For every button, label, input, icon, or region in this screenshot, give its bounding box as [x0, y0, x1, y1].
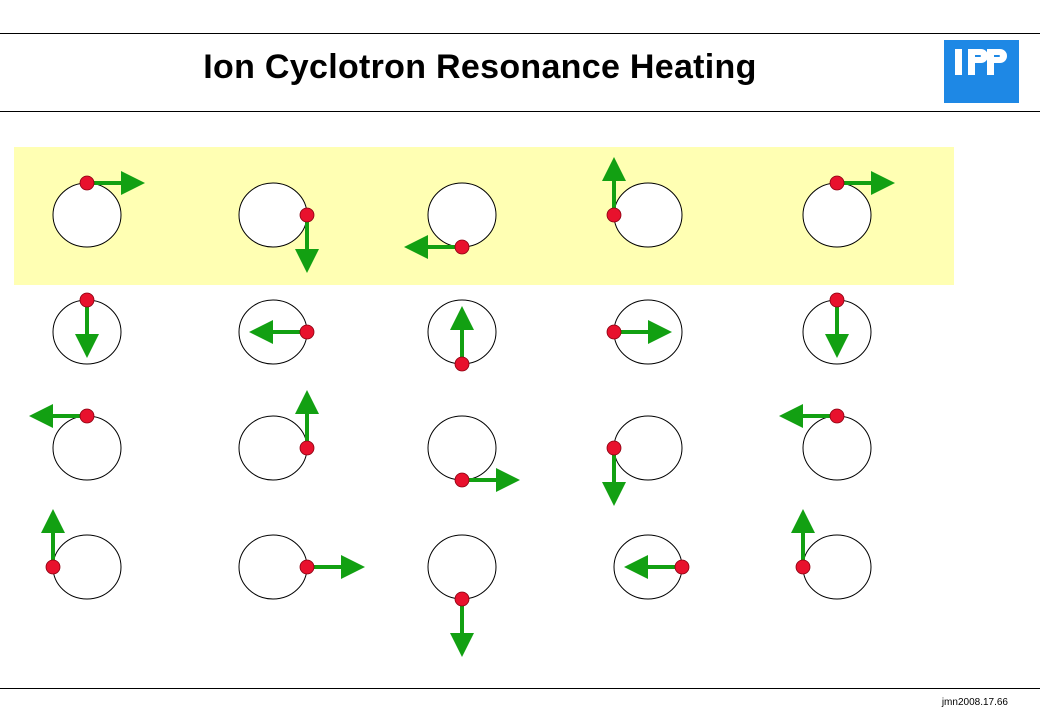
ion-dot — [674, 559, 690, 575]
orbit-cell — [427, 534, 497, 657]
orbit-cell — [238, 534, 365, 600]
orbit-circle — [427, 415, 497, 481]
ion-dot — [454, 239, 470, 255]
orbit-cell — [427, 415, 520, 492]
ion-dot — [829, 175, 845, 191]
orbit-cell — [238, 390, 319, 481]
page-title: Ion Cyclotron Resonance Heating — [203, 48, 757, 86]
ion-dot — [606, 440, 622, 456]
ion-dot — [829, 408, 845, 424]
orbit-circle — [802, 415, 872, 481]
orbit-circle — [613, 415, 683, 481]
orbit-circle — [238, 415, 308, 481]
orbit-cell — [802, 171, 895, 248]
ion-dot — [606, 207, 622, 223]
orbit-cell — [41, 509, 122, 600]
ion-dot — [795, 559, 811, 575]
ion-dot — [299, 559, 315, 575]
orbit-cell — [613, 534, 690, 600]
orbit-circle — [52, 182, 122, 248]
orbit-circle — [613, 182, 683, 248]
orbit-circle — [802, 534, 872, 600]
orbit-circle — [52, 415, 122, 481]
orbit-cell — [602, 157, 683, 248]
title-rule — [0, 111, 1040, 112]
bottom-rule — [0, 688, 1040, 689]
ion-dot — [606, 324, 622, 340]
orbit-cell — [52, 292, 122, 365]
orbit-cell — [238, 182, 319, 273]
ion-dot — [79, 408, 95, 424]
ion-dot — [299, 207, 315, 223]
orbit-cell — [791, 509, 872, 600]
ion-dot — [454, 472, 470, 488]
ion-dot — [299, 324, 315, 340]
ipp-logo — [944, 40, 1019, 103]
orbit-circle — [802, 182, 872, 248]
ion-dot — [829, 292, 845, 308]
top-rule — [0, 33, 1040, 34]
orbit-cell — [779, 404, 872, 481]
orbit-cell — [802, 292, 872, 365]
orbit-cell — [602, 415, 683, 506]
orbit-cell — [29, 404, 122, 481]
ion-dot — [299, 440, 315, 456]
ipp-logo-icon — [955, 49, 1007, 75]
orbit-cell — [427, 299, 497, 372]
orbit-circle — [52, 534, 122, 600]
ion-dot — [79, 175, 95, 191]
orbit-cell — [238, 299, 315, 365]
orbit-cell — [606, 299, 683, 365]
orbit-circle — [427, 182, 497, 248]
orbit-circle — [238, 534, 308, 600]
orbit-cell — [404, 182, 497, 259]
ion-dot — [454, 591, 470, 607]
orbit-circle — [238, 182, 308, 248]
orbit-cell — [52, 171, 145, 248]
ion-dot — [454, 356, 470, 372]
ion-dot — [45, 559, 61, 575]
footer-code: jmn2008.17.66 — [941, 697, 1008, 708]
ion-dot — [79, 292, 95, 308]
orbit-circle — [427, 534, 497, 600]
